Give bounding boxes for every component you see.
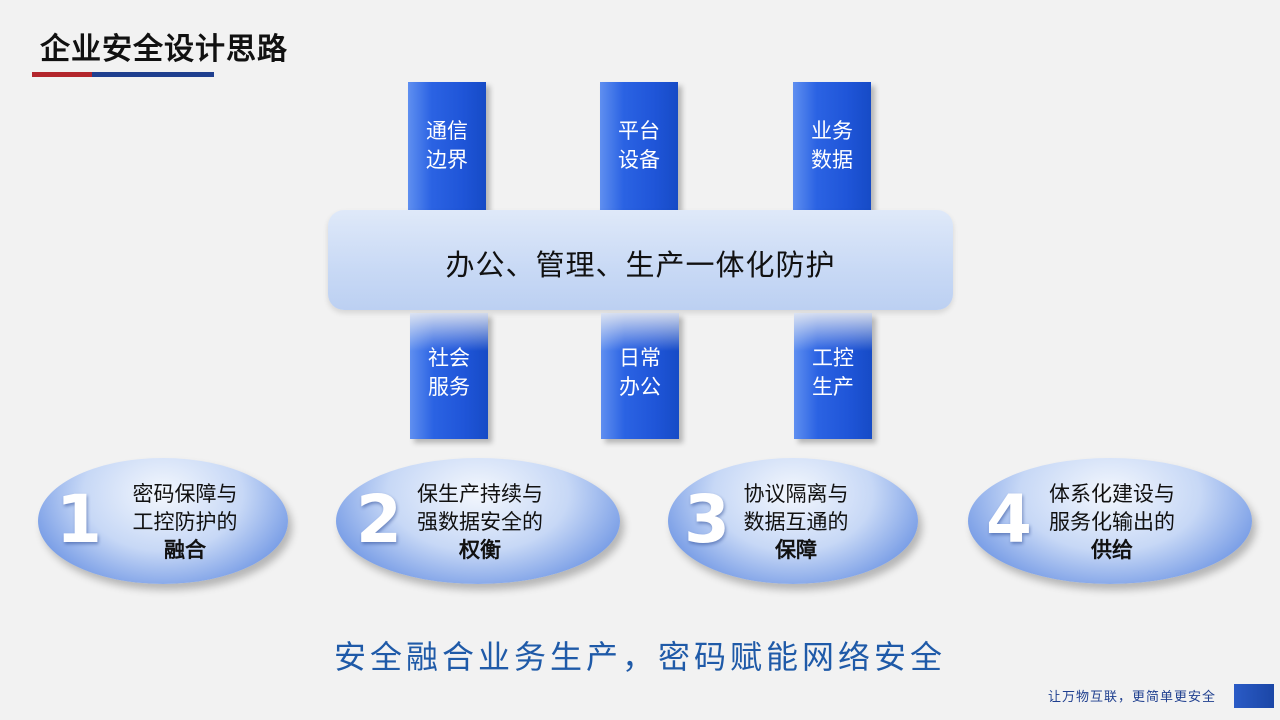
pillar-social-services: 社会 服务 bbox=[410, 313, 488, 439]
principle-keyword: 权衡 bbox=[459, 538, 501, 562]
principle-line: 数据互通的 bbox=[743, 510, 849, 534]
principle-line: 密码保障与 bbox=[132, 482, 238, 506]
principle-text: 密码保障与 工控防护的 融合 bbox=[100, 480, 270, 564]
principle-ellipse-2: 2 保生产持续与 强数据安全的 权衡 bbox=[336, 458, 620, 584]
principle-line: 保生产持续与 bbox=[417, 482, 543, 506]
pillar-label: 工控 生产 bbox=[812, 346, 854, 399]
principle-line: 强数据安全的 bbox=[417, 510, 543, 534]
band-label: 办公、管理、生产一体化防护 bbox=[445, 248, 836, 282]
pillar-label: 业务 数据 bbox=[811, 119, 853, 172]
principle-number: 2 bbox=[356, 481, 402, 558]
principle-text: 保生产持续与 强数据安全的 权衡 bbox=[400, 480, 560, 564]
principle-text: 协议隔离与 数据互通的 保障 bbox=[726, 480, 866, 564]
principle-keyword: 保障 bbox=[775, 538, 817, 562]
pillar-label: 日常 办公 bbox=[619, 346, 661, 399]
principle-keyword: 供给 bbox=[1091, 538, 1133, 562]
principle-ellipse-3: 3 协议隔离与 数据互通的 保障 bbox=[668, 458, 918, 584]
page-title: 企业安全设计思路 bbox=[40, 32, 288, 67]
principle-line: 协议隔离与 bbox=[743, 482, 849, 506]
integrated-protection-band: 办公、管理、生产一体化防护 bbox=[328, 210, 953, 310]
pillar-label: 平台 设备 bbox=[618, 119, 660, 172]
pillar-daily-office: 日常 办公 bbox=[601, 313, 679, 439]
principle-line: 工控防护的 bbox=[132, 510, 238, 534]
title-underline-blue bbox=[92, 72, 214, 77]
principle-ellipse-1: 1 密码保障与 工控防护的 融合 bbox=[38, 458, 288, 584]
principle-line: 体系化建设与 bbox=[1049, 482, 1175, 506]
pillar-communication-boundary: 通信 边界 bbox=[408, 82, 486, 210]
pillar-label: 社会 服务 bbox=[428, 346, 470, 399]
principle-number: 3 bbox=[684, 481, 730, 558]
slogan: 安全融合业务生产，密码赋能网络安全 bbox=[333, 638, 946, 676]
pillar-platform-devices: 平台 设备 bbox=[600, 82, 678, 210]
pillar-business-data: 业务 数据 bbox=[793, 82, 871, 210]
principle-number: 1 bbox=[56, 481, 102, 558]
principle-keyword: 融合 bbox=[164, 538, 206, 562]
title-underline-red bbox=[32, 72, 92, 77]
pillar-industrial-production: 工控 生产 bbox=[794, 313, 872, 439]
footer-logo-block bbox=[1234, 684, 1274, 708]
pillar-label: 通信 边界 bbox=[426, 119, 468, 172]
principle-number: 4 bbox=[986, 481, 1032, 558]
principle-ellipse-4: 4 体系化建设与 服务化输出的 供给 bbox=[968, 458, 1252, 584]
principle-text: 体系化建设与 服务化输出的 供给 bbox=[1032, 480, 1192, 564]
footer-tagline: 让万物互联，更简单更安全 bbox=[1047, 690, 1216, 705]
principle-line: 服务化输出的 bbox=[1049, 510, 1175, 534]
